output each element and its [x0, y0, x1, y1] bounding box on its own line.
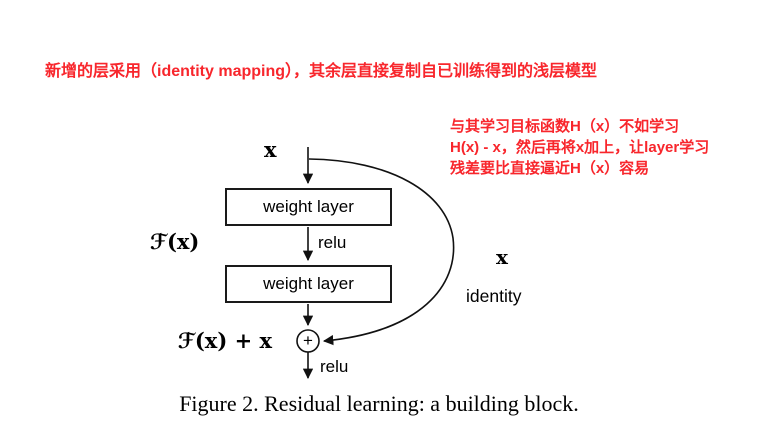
- weight-layer-2-label: weight layer: [263, 274, 354, 293]
- identity-x-label: x: [496, 245, 508, 269]
- annotation-right-line2: H(x) - x，然后再将x加上，让layer学习: [450, 139, 710, 156]
- identity-label: identity: [466, 286, 522, 306]
- sum-plus-symbol: +: [303, 331, 313, 350]
- weight-layer-box-1: weight layer: [225, 188, 392, 226]
- output-sum-label: ℱ(x) + x: [177, 328, 272, 353]
- weight-layer-box-2: weight layer: [225, 265, 392, 303]
- relu-label-1: relu: [318, 233, 347, 252]
- figure-caption: Figure 2. Residual learning: a building …: [179, 391, 579, 416]
- annotation-right: 与其学习目标函数H（x）不如学习 H(x) - x，然后再将x加上，让layer…: [450, 116, 709, 179]
- annotation-top: 新增的层采用（identity mapping），其余层直接复制自已训练得到的浅…: [45, 63, 598, 80]
- input-x-label: x: [264, 137, 277, 162]
- annotation-right-line1: 与其学习目标函数H（x）不如学习: [450, 118, 680, 135]
- annotation-right-line3: 残差要比直接逼近H（x）容易: [450, 160, 650, 177]
- residual-function-label: ℱ(x): [150, 229, 200, 254]
- weight-layer-1-label: weight layer: [263, 197, 354, 216]
- relu-label-2: relu: [320, 357, 349, 376]
